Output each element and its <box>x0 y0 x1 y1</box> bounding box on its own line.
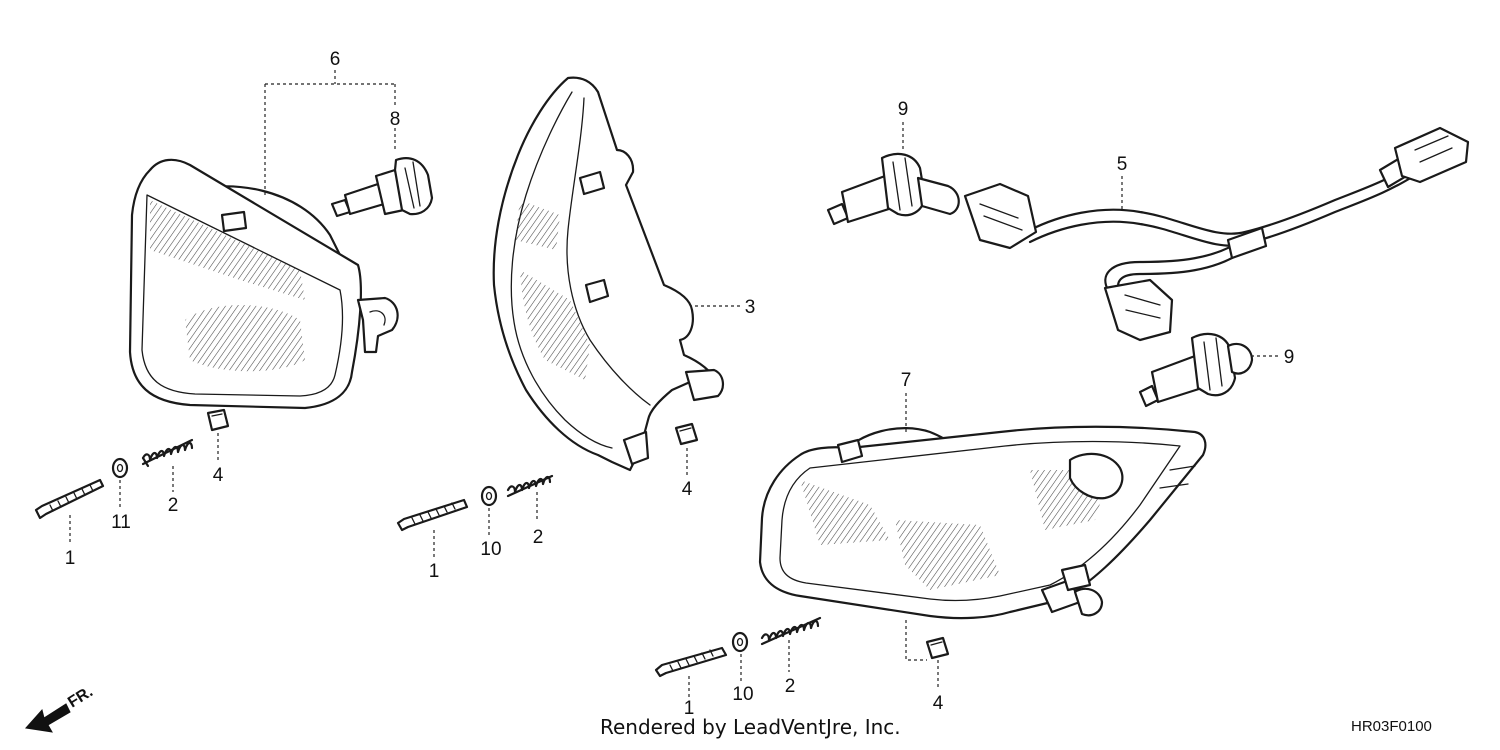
right-headlight-unit <box>758 425 1207 620</box>
middle-headlight-housing <box>492 76 724 472</box>
front-direction-indicator: FR. <box>25 683 96 733</box>
callout-4-left: 4 <box>213 465 224 486</box>
left-headlight-unit <box>128 158 399 410</box>
callout-11-left: 11 <box>111 512 131 533</box>
callout-2-middle: 2 <box>533 527 544 548</box>
front-label: FR. <box>65 683 96 711</box>
callout-9-lower: 9 <box>1284 347 1295 368</box>
callout-1-bottom: 1 <box>684 698 695 719</box>
wiring-harness-5 <box>963 126 1470 342</box>
callout-1-left: 1 <box>65 548 76 569</box>
callout-1-middle: 1 <box>429 561 440 582</box>
headlight-bulb-8 <box>330 157 434 218</box>
front-arrow-icon <box>25 703 71 733</box>
callout-6: 6 <box>330 49 341 70</box>
diagram-code: HR03F0100 <box>1351 718 1432 735</box>
callout-4-bottom: 4 <box>933 693 944 714</box>
callout-labels: 6 8 3 9 5 9 7 4 2 11 1 4 2 10 1 4 2 10 1 <box>65 49 1295 719</box>
callout-5: 5 <box>1117 154 1128 175</box>
callout-8: 8 <box>390 109 401 130</box>
bottom-hardware-set <box>654 616 950 678</box>
callout-10-bottom: 10 <box>732 684 753 705</box>
leader-lines <box>69 70 1278 700</box>
middle-hardware-set <box>396 422 699 532</box>
callout-4-middle: 4 <box>682 479 693 500</box>
callout-7: 7 <box>901 370 912 391</box>
callout-2-left: 2 <box>168 495 179 516</box>
callout-10-middle: 10 <box>480 539 501 560</box>
callout-3: 3 <box>745 297 756 318</box>
callout-2-bottom: 2 <box>785 676 796 697</box>
bulb-socket-9-lower <box>1138 332 1254 408</box>
render-credit: Rendered by LeadVentJre, Inc. <box>600 715 901 739</box>
bulb-socket-9-upper <box>826 152 960 226</box>
callout-9-upper: 9 <box>898 99 909 120</box>
left-hardware-set <box>34 408 230 520</box>
